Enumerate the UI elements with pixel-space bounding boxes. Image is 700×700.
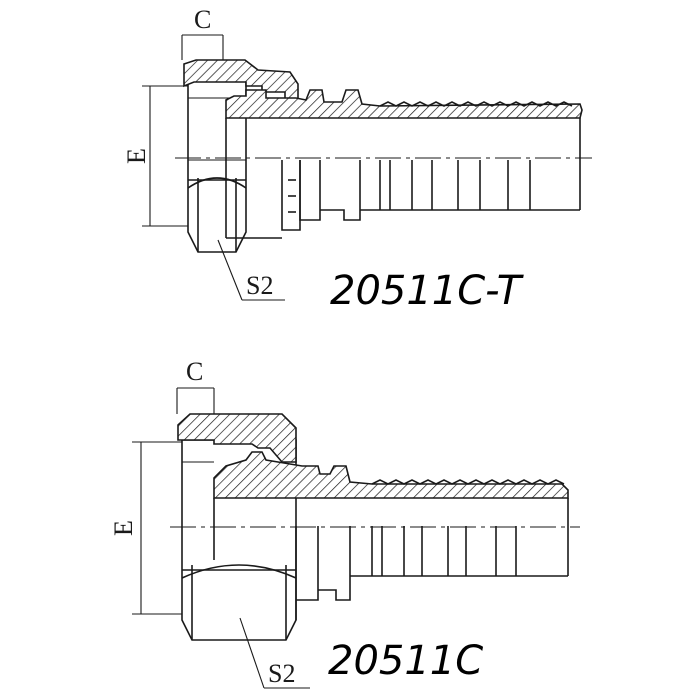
dimension-e-bottom: E bbox=[109, 441, 182, 615]
stem-section-hatch bbox=[225, 89, 583, 119]
dimension-c-bottom: C bbox=[176, 357, 215, 414]
nut-section-hatch bbox=[183, 59, 299, 101]
stem-section-hatch bbox=[213, 451, 569, 499]
drawing-20511c-t: C E bbox=[122, 5, 592, 314]
part-number-label: 20511C-T bbox=[330, 268, 525, 314]
hose-barbs-top bbox=[379, 101, 573, 107]
dimension-s2-label: S2 bbox=[246, 271, 273, 300]
part-number-label: 20511C bbox=[328, 638, 483, 684]
drawing-20511c: C E bbox=[109, 357, 580, 689]
dimension-e-top: E bbox=[122, 85, 188, 227]
dimension-s2-label: S2 bbox=[268, 659, 295, 688]
hose-barbs-bottom bbox=[371, 479, 565, 485]
stem-body bbox=[213, 498, 569, 620]
dimension-c-label: C bbox=[194, 5, 211, 34]
dimension-s2-top: S2 bbox=[217, 239, 285, 301]
dimension-s2-bottom: S2 bbox=[239, 617, 310, 689]
stem-body bbox=[225, 118, 581, 239]
nut-section-hatch bbox=[177, 413, 297, 463]
dimension-e-label: E bbox=[109, 520, 138, 536]
dimension-c-top: C bbox=[181, 5, 224, 60]
dimension-c-label: C bbox=[186, 357, 203, 386]
dimension-e-label: E bbox=[122, 148, 151, 164]
